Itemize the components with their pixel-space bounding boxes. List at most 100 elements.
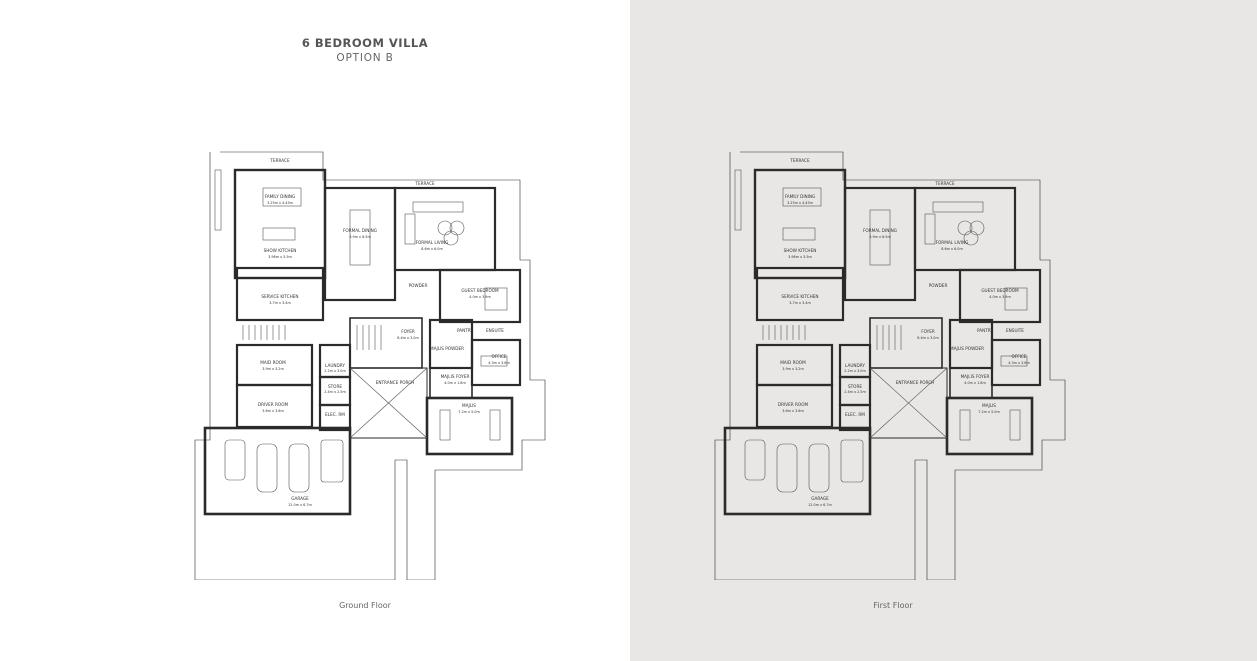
majlis-seat-right <box>489 409 501 441</box>
wall-foyer <box>349 317 423 369</box>
foyer-stair <box>356 325 382 350</box>
coffee-table-a <box>437 220 453 236</box>
label-office: OFFICE <box>1012 354 1027 359</box>
first-floor-plan-drawing: TERRACE TERRACE FAMILY DINING 3.25m x 4.… <box>714 151 1066 580</box>
label-garage-dim: 12.0m x 6.7m <box>808 503 832 507</box>
label-majlis-foyer-dim: 4.0m x 1.8m <box>964 381 986 385</box>
site-outline <box>714 151 1066 580</box>
label-majlis-dim: 7.2m x 5.0m <box>458 410 480 414</box>
stair-treads <box>762 325 806 340</box>
label-driver-room: DRIVER ROOM <box>778 402 809 407</box>
label-terrace-mid: TERRACE <box>414 181 435 186</box>
label-office: OFFICE <box>492 354 507 359</box>
label-formal-living: FORMAL LIVING <box>936 240 969 245</box>
coffee-table-c <box>443 230 459 246</box>
label-entrance-porch: ENTRANCE PORCH <box>376 380 415 385</box>
majlis-seat-left <box>959 409 971 441</box>
label-ensuite: ENSUITE <box>486 328 504 333</box>
page-subtitle: OPTION B <box>336 52 394 64</box>
label-driver-room-dim: 3.6m x 3.6m <box>782 409 804 413</box>
car-3 <box>288 443 310 493</box>
label-store: STORE <box>328 384 342 389</box>
wall-guest-bedroom <box>438 268 522 324</box>
label-formal-dining-dim: 3.9m x 6.5m <box>349 235 371 239</box>
label-entrance-porch: ENTRANCE PORCH <box>896 380 935 385</box>
label-pantry: PANTRY <box>457 328 473 333</box>
family-dining-table <box>262 187 302 207</box>
label-foyer-dim: 8.4m x 3.0m <box>917 336 939 340</box>
label-elec-rm: ELEC. RM <box>325 412 345 417</box>
label-elec-rm: ELEC. RM <box>845 412 865 417</box>
wall-guest-bedroom <box>958 268 1042 324</box>
wall-garage <box>723 426 872 516</box>
wall-foyer <box>869 317 943 369</box>
wall-elec-rm <box>318 403 352 432</box>
label-family-dining-dim: 3.25m x 4.45m <box>787 201 814 205</box>
family-dining-table <box>782 187 822 207</box>
coffee-table-a <box>957 220 973 236</box>
label-majlis-dim: 7.2m x 5.0m <box>978 410 1000 414</box>
label-laundry: LAUNDRY <box>325 363 345 368</box>
label-office-dim: 4.3m x 3.6m <box>1008 361 1030 365</box>
label-show-kitchen: SHOW KITCHEN <box>264 248 297 253</box>
label-maid-room: MAID ROOM <box>780 360 806 365</box>
coffee-table-c <box>963 230 979 246</box>
sofa-top <box>412 201 464 213</box>
label-family-dining: FAMILY DINING <box>785 194 816 199</box>
sofa-left <box>404 213 416 245</box>
label-pantry: PANTRY <box>977 328 993 333</box>
label-service-kitchen-dim: 3.7m x 3.4m <box>789 301 811 305</box>
sofa-left <box>924 213 936 245</box>
formal-dining-table <box>349 209 371 266</box>
foyer-stair <box>876 325 902 350</box>
label-guest-bedroom: GUEST BEDROOM <box>981 288 1019 293</box>
label-show-kitchen-dim: 3.96m x 3.5m <box>788 255 812 259</box>
label-terrace-top: TERRACE <box>789 158 810 163</box>
wall-service-kitchen <box>755 266 845 322</box>
label-majlis-powder: MAJLIS POWDER <box>950 346 984 351</box>
wall-maid-room <box>755 343 834 387</box>
label-foyer: FOYER <box>401 329 415 334</box>
label-ensuite: ENSUITE <box>1006 328 1024 333</box>
ground-floor-caption: Ground Floor <box>339 601 391 610</box>
wall-garage <box>203 426 352 516</box>
ground-floor-panel <box>0 0 630 661</box>
label-foyer-dim: 8.4m x 3.0m <box>397 336 419 340</box>
label-garage-dim: 12.0m x 6.7m <box>288 503 312 507</box>
label-majlis-powder: MAJLIS POWDER <box>430 346 464 351</box>
label-office-dim: 4.3m x 3.6m <box>488 361 510 365</box>
page-title: 6 BEDROOM VILLA <box>301 36 429 50</box>
kitchen-island <box>782 227 816 241</box>
car-4 <box>320 439 344 483</box>
label-formal-living: FORMAL LIVING <box>416 240 449 245</box>
label-formal-dining-dim: 3.9m x 6.5m <box>869 235 891 239</box>
guest-bed <box>1004 287 1028 311</box>
car-2 <box>776 443 798 493</box>
label-laundry-dim: 2.2m x 3.0m <box>324 369 346 373</box>
label-terrace-mid: TERRACE <box>934 181 955 186</box>
wall-majlis <box>425 396 514 456</box>
kitchen-island <box>262 227 296 241</box>
label-powder: POWDER <box>409 283 428 288</box>
label-store-dim: 2.4m x 2.5m <box>324 390 346 394</box>
label-store-dim: 2.4m x 2.5m <box>844 390 866 394</box>
car-1 <box>744 439 766 481</box>
label-show-kitchen: SHOW KITCHEN <box>784 248 817 253</box>
wall-elec-rm <box>838 403 872 432</box>
car-3 <box>808 443 830 493</box>
label-show-kitchen-dim: 3.96m x 3.5m <box>268 255 292 259</box>
label-maid-room-dim: 3.9m x 3.2m <box>262 367 284 371</box>
wall-family-dining <box>233 168 327 280</box>
ground-floor-plan-drawing: TERRACE TERRACE FAMILY DINING 3.25m x 4.… <box>194 151 546 580</box>
garden-bench <box>734 169 742 231</box>
label-service-kitchen: SERVICE KITCHEN <box>261 294 298 299</box>
wall-family-dining <box>753 168 847 280</box>
label-laundry-dim: 2.2m x 3.0m <box>844 369 866 373</box>
car-4 <box>840 439 864 483</box>
car-1 <box>224 439 246 481</box>
label-majlis: MAJLIS <box>982 403 996 408</box>
label-service-kitchen-dim: 3.7m x 3.4m <box>269 301 291 305</box>
majlis-seat-left <box>439 409 451 441</box>
wall-formal-living <box>393 186 497 272</box>
wall-service-kitchen <box>235 266 325 322</box>
